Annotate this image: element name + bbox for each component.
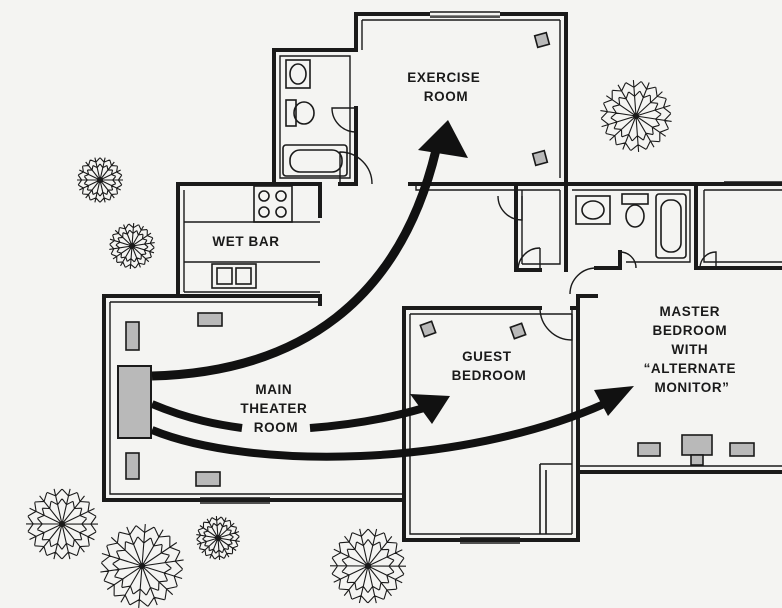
tree-icon: [329, 528, 407, 604]
arrow-icon: [150, 386, 634, 461]
label-master-bedroom: MASTER BEDROOM WITH “ALTERNATE MONITOR”: [644, 304, 741, 395]
speaker-icon: [125, 452, 140, 480]
sink-icon: [211, 263, 257, 289]
closet: [539, 463, 572, 534]
tree-icon: [100, 524, 184, 608]
tree-icon: [109, 223, 155, 269]
screen-icon: [117, 365, 152, 439]
tree-icon: [77, 157, 123, 203]
label-guest-bedroom: GUEST BEDROOM: [452, 349, 527, 383]
label-exercise-room: EXERCISE ROOM: [407, 70, 484, 104]
wet-bar-fixtures: [184, 185, 320, 289]
arrow-icon: [151, 120, 468, 381]
label-main-theater-room: MAIN THEATER ROOM: [240, 382, 311, 435]
labels: EXERCISE ROOM WET BAR MAIN THEATER ROOM …: [212, 70, 741, 435]
bathtub-icon: [655, 193, 687, 259]
arrows: [150, 120, 634, 461]
walls: [102, 12, 782, 542]
monitor-icon: [681, 434, 713, 466]
speaker-icon: [729, 442, 755, 457]
tree-icon: [196, 516, 240, 560]
toilet-icon: [621, 193, 649, 228]
toilet-icon: [285, 99, 315, 127]
speaker-icon: [509, 322, 527, 340]
speaker-icon: [531, 149, 549, 167]
bathtub-icon: [282, 144, 348, 177]
tree-icon: [25, 488, 99, 560]
tree-icon: [600, 80, 672, 152]
stove-icon: [253, 185, 293, 223]
speakers: [125, 31, 755, 487]
trees: [25, 80, 672, 608]
inner-lines: [109, 11, 782, 544]
speaker-icon: [637, 442, 661, 457]
bathroom-fixtures: [282, 59, 687, 259]
label-wet-bar: WET BAR: [212, 234, 279, 249]
sink-icon: [285, 59, 311, 89]
speaker-icon: [533, 31, 551, 49]
speaker-icon: [197, 312, 223, 327]
sink-icon: [575, 195, 611, 225]
speaker-icon: [195, 471, 221, 487]
speaker-icon: [419, 320, 437, 338]
arrow-icon: [150, 394, 450, 432]
doors: [331, 107, 717, 341]
speaker-icon: [125, 321, 140, 351]
